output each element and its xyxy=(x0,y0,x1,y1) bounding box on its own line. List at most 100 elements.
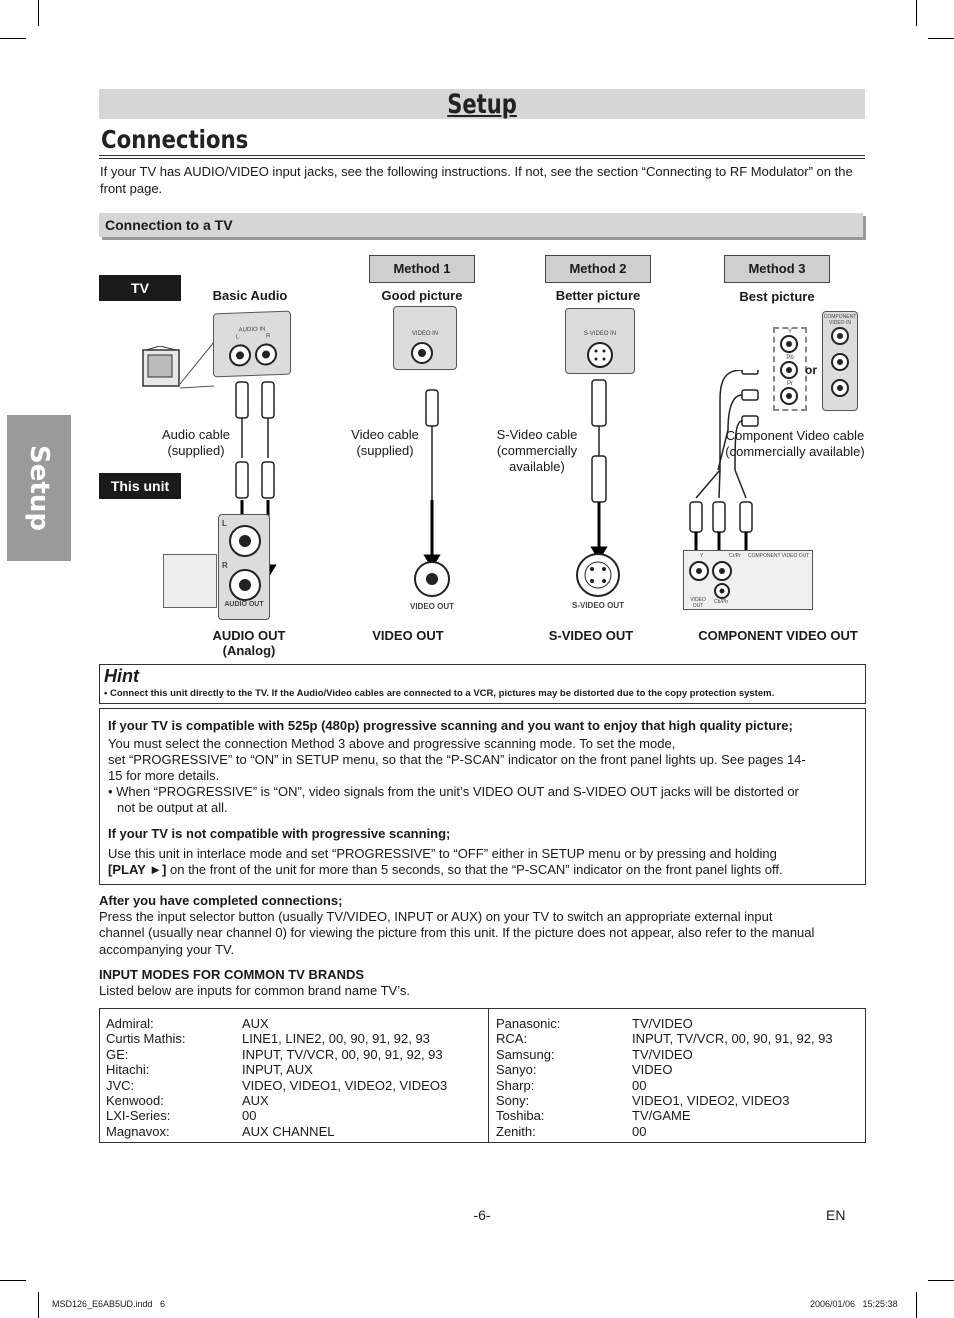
svideo-cable-label: S-Video cable (commercially available) xyxy=(496,427,578,474)
brand-row: Zenith:00 xyxy=(496,1123,647,1139)
brand-row: RCA:INPUT, TV/VCR, 00, 90, 91, 92, 93 xyxy=(496,1031,833,1047)
comp-cbpb-label: Cb/Pb xyxy=(714,599,728,605)
after-line: Press the input selector button (usually… xyxy=(99,909,773,925)
brands-right-column: Panasonic:TV/VIDEO RCA:INPUT, TV/VCR, 00… xyxy=(496,1016,862,1139)
or-text: or xyxy=(805,363,817,377)
video-cable-label: Video cable (supplied) xyxy=(351,427,419,458)
audio-in-r: R xyxy=(266,333,271,340)
brand-row: Kenwood:AUX xyxy=(106,1093,269,1109)
output-video-label: VIDEO OUT xyxy=(372,628,444,643)
tv-icon xyxy=(142,346,180,387)
this-unit-tag: This unit xyxy=(99,473,181,499)
audio-in-l: L xyxy=(236,334,240,341)
quality-good: Good picture xyxy=(381,288,463,303)
jack-pb: Pb xyxy=(786,355,794,361)
brand-row: Admiral:AUX xyxy=(106,1016,269,1031)
brand-row: Magnavox:AUX CHANNEL xyxy=(106,1123,335,1139)
tv-svideo-in-panel: S-VIDEO IN xyxy=(565,308,635,374)
print-timestamp: 2006/01/06 15:25:38 xyxy=(810,1299,898,1309)
rca-jack-icon xyxy=(831,327,849,397)
quality-better: Better picture xyxy=(555,288,641,303)
svideo-out-jack-icon xyxy=(576,553,620,597)
page-title: Connections xyxy=(101,125,249,154)
progressive-bullet-cont: not be output at all. xyxy=(117,800,228,815)
progressive-line: set “PROGRESSIVE” to “ON” in SETUP menu,… xyxy=(108,752,806,767)
section-band: Setup xyxy=(99,89,865,120)
after-line: accompanying your TV. xyxy=(99,941,235,957)
hint-title: Hint xyxy=(104,666,139,686)
column-divider xyxy=(488,1009,489,1142)
rca-jack-icon xyxy=(780,335,798,405)
brand-row: GE:INPUT, TV/VCR, 00, 90, 91, 92, 93 xyxy=(106,1046,443,1062)
component-cable-label: Component Video cable (commercially avai… xyxy=(725,428,865,459)
section-title: Setup xyxy=(447,89,517,120)
quality-basic-audio: Basic Audio xyxy=(212,288,288,303)
output-svideo-label: S-VIDEO OUT xyxy=(548,628,634,643)
unit-audio-out-panel: L R AUDIO OUT xyxy=(218,514,270,620)
subheading-band: Connection to a TV xyxy=(99,213,863,237)
brand-row: Samsung:TV/VIDEO xyxy=(496,1046,693,1062)
play-key: [PLAY ►] xyxy=(108,862,167,877)
file-name: MSD126_E6AB5UD.indd 6 xyxy=(52,1299,166,1309)
crop-mark xyxy=(916,1292,917,1318)
video-out-jack-icon xyxy=(414,561,450,597)
comp-crpr-label: Cr/Pr xyxy=(729,553,741,559)
comp-video-out-label: VIDEO OUT xyxy=(690,597,706,609)
brand-row: Toshiba:TV/GAME xyxy=(496,1108,691,1124)
output-audio-label: AUDIO OUT (Analog) xyxy=(212,628,286,658)
crop-mark xyxy=(0,38,26,39)
audio-out-r: R xyxy=(222,561,228,570)
comp-label: COMPONENT VIDEO OUT xyxy=(748,553,810,559)
tv-audio-in-panel: AUDIO IN L R xyxy=(213,310,291,378)
crop-mark xyxy=(916,0,917,26)
audio-in-label: AUDIO IN xyxy=(238,326,266,334)
hint-text: • Connect this unit directly to the TV. … xyxy=(104,688,775,699)
crop-mark xyxy=(0,1280,26,1281)
method-3-label: Method 3 xyxy=(724,255,830,283)
rca-jack-icon xyxy=(229,525,261,601)
interlace-line: on the front of the unit for more than 5… xyxy=(166,862,783,877)
side-tab: Setup xyxy=(7,415,71,561)
unit-back-panel xyxy=(163,554,217,608)
input-modes-heading: INPUT MODES FOR COMMON TV BRANDS xyxy=(99,966,365,982)
brand-row: LXI-Series:00 xyxy=(106,1108,257,1124)
rca-jack-icon xyxy=(229,343,277,367)
progressive-bullet: • When “PROGRESSIVE” is “ON”, video sign… xyxy=(108,784,799,799)
rca-jack-icon xyxy=(411,342,433,364)
tv-component-in-cbcr: COMPONENT VIDEO IN Y Cb Cr xyxy=(822,311,858,411)
crop-mark xyxy=(38,1292,39,1318)
brand-row: Curtis Mathis:LINE1, LINE2, 00, 90, 91, … xyxy=(106,1031,430,1047)
tv-tag: TV xyxy=(99,275,181,301)
comp-y-label: Y xyxy=(700,553,704,559)
intro-text: If your TV has AUDIO/VIDEO input jacks, … xyxy=(100,164,853,196)
after-line: channel (usually near channel 0) for vie… xyxy=(99,925,815,941)
method-1-label: Method 1 xyxy=(369,255,475,283)
brand-row: Sony:VIDEO1, VIDEO2, VIDEO3 xyxy=(496,1093,790,1109)
title-rule xyxy=(99,155,865,156)
interlace-line: Use this unit in interlace mode and set … xyxy=(108,846,777,861)
input-modes-sub: Listed below are inputs for common brand… xyxy=(99,983,410,999)
audio-out-jack-label: AUDIO OUT xyxy=(224,601,264,608)
output-component-label: COMPONENT VIDEO OUT xyxy=(698,628,858,643)
svideo-out-jack-label: S-VIDEO OUT xyxy=(572,601,625,610)
rca-jack-icon xyxy=(689,561,732,599)
progressive-line: 15 for more details. xyxy=(108,768,220,783)
crop-mark xyxy=(38,0,39,26)
jack-pr: Pr xyxy=(787,381,793,387)
after-heading: After you have completed connections; xyxy=(99,893,343,908)
progressive-line: You must select the connection Method 3 … xyxy=(108,736,676,751)
progressive-heading: If your TV is compatible with 525p (480p… xyxy=(108,718,793,733)
progressive-info-box: If your TV is compatible with 525p (480p… xyxy=(99,708,866,885)
tv-video-in-panel: VIDEO IN xyxy=(393,306,457,370)
crop-mark xyxy=(928,1280,954,1281)
subheading: Connection to a TV xyxy=(105,217,233,233)
brand-row: Sharp:00 xyxy=(496,1077,647,1093)
interlace-heading: If your TV is not compatible with progre… xyxy=(108,826,451,841)
svideo-jack-icon xyxy=(587,342,613,368)
cables-drawing xyxy=(233,370,759,579)
brand-row: JVC:VIDEO, VIDEO1, VIDEO2, VIDEO3 xyxy=(106,1077,448,1093)
video-in-label: VIDEO IN xyxy=(411,331,439,337)
side-tab-label: Setup xyxy=(24,445,54,531)
crop-mark xyxy=(928,38,954,39)
video-out-jack-label: VIDEO OUT xyxy=(409,602,454,611)
